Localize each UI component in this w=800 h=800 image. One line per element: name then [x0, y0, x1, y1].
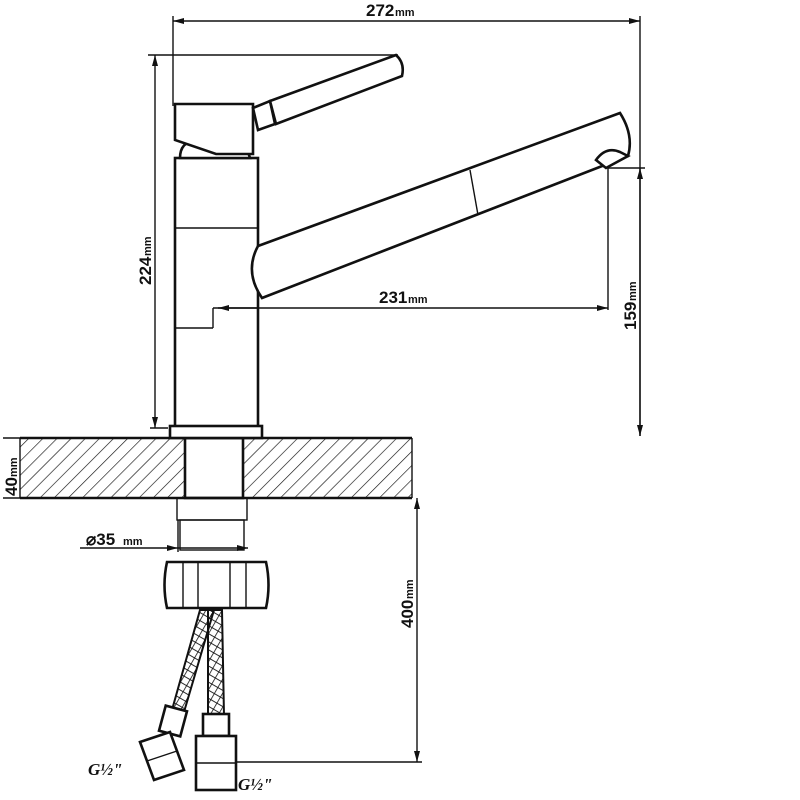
braided-hose-left	[138, 609, 216, 782]
mounting-nut	[163, 560, 270, 610]
dimension-400-unit: mm	[404, 579, 416, 599]
dimension-231-unit: mm	[408, 294, 428, 306]
dimension-400: 400 mm	[236, 498, 422, 763]
braided-hose-right	[194, 609, 238, 792]
lever-handle	[173, 53, 405, 156]
dimension-35: ⌀35 mm	[80, 520, 248, 552]
dimension-400-value: 400	[398, 600, 417, 628]
dimension-40: 40 mm	[2, 437, 21, 499]
dimension-224-unit: mm	[142, 236, 154, 256]
dimension-159-unit: mm	[627, 281, 639, 301]
dimension-272-value: 272	[366, 1, 394, 20]
dimension-40-unit: mm	[8, 457, 20, 477]
thread-label-left: G½"	[88, 760, 122, 779]
faucet-body	[168, 138, 264, 440]
dimension-35-value: ⌀35	[86, 530, 115, 549]
dimension-231-value: 231	[379, 288, 407, 307]
dimension-35-unit: mm	[123, 536, 143, 548]
countertop	[19, 436, 413, 500]
dimension-159-value: 159	[621, 302, 640, 330]
dimension-159: 159 mm	[608, 167, 645, 436]
dimension-272-unit: mm	[395, 7, 415, 19]
spout	[250, 111, 632, 300]
dimension-231: 231 mm	[218, 168, 609, 311]
dimension-40-value: 40	[2, 477, 21, 496]
thread-label-right: G½"	[238, 775, 272, 794]
dimension-224: 224 mm	[136, 54, 398, 429]
dimension-224-value: 224	[136, 256, 155, 285]
